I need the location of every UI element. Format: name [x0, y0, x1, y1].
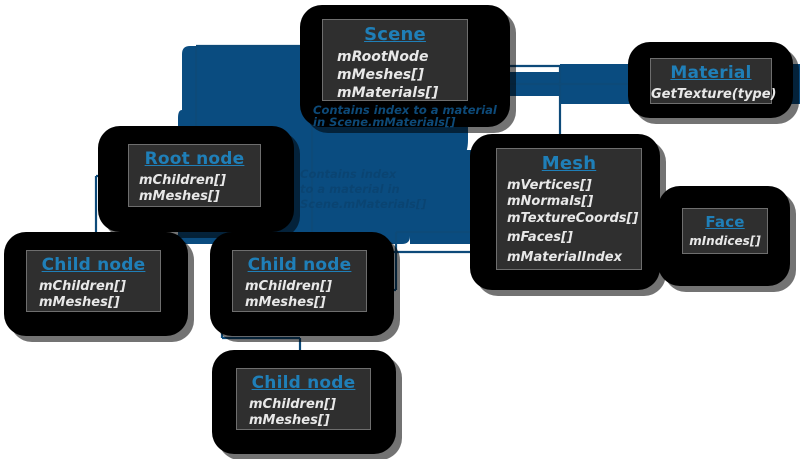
node-field: mChildren[]: [249, 396, 336, 412]
node-title-scene: Scene: [364, 24, 426, 45]
node-field: mChildren[]: [139, 172, 226, 188]
node-panel-material: Material GetTexture(type): [650, 58, 777, 104]
node-card-face[interactable]: Face mIndices[]: [658, 186, 790, 286]
node-title-child-node-bottom: Child node: [251, 373, 356, 393]
annotation-material-index-ghost: Contains index to a material in Scene.mM…: [300, 167, 427, 211]
node-field: mMaterialIndex: [507, 250, 622, 266]
node-fields-root-node: mChildren[] mMeshes[]: [129, 173, 260, 206]
node-panel-child-node-bottom: Child node mChildren[] mMeshes[]: [236, 368, 371, 430]
node-title-mesh: Mesh: [541, 153, 597, 174]
node-title-child-node-middle: Child node: [247, 255, 352, 275]
node-field: mTextureCoords[]: [507, 210, 639, 226]
node-field: mMeshes[]: [139, 189, 220, 205]
node-card-child-node-bottom[interactable]: Child node mChildren[] mMeshes[]: [212, 350, 396, 454]
node-field: mRootNode: [337, 48, 429, 65]
node-field: mFaces[]: [507, 229, 573, 245]
node-panel-child-node-middle: Child node mChildren[] mMeshes[]: [232, 250, 367, 312]
node-field: mChildren[]: [245, 278, 332, 294]
node-field: mMeshes[]: [39, 295, 120, 311]
node-card-scene[interactable]: Scene mRootNode mMeshes[] mMaterials[]: [300, 5, 510, 127]
node-field: mMeshes[]: [249, 413, 330, 429]
node-fields-child-node-left: mChildren[] mMeshes[]: [27, 279, 160, 312]
node-title-material: Material: [670, 63, 752, 83]
node-field: mVertices[]: [507, 177, 592, 193]
node-panel-root-node: Root node mChildren[] mMeshes[]: [128, 144, 261, 207]
node-card-child-node-middle[interactable]: Child node mChildren[] mMeshes[]: [210, 232, 394, 336]
node-fields-child-node-middle: mChildren[] mMeshes[]: [233, 279, 366, 312]
node-panel-mesh: Mesh mVertices[] mNormals[] mTextureCoor…: [496, 148, 642, 270]
node-title-root-node: Root node: [144, 149, 245, 169]
node-field: mMeshes[]: [337, 66, 424, 83]
node-title-face: Face: [705, 213, 745, 231]
node-fields-scene: mRootNode mMeshes[] mMaterials[]: [323, 49, 467, 103]
node-card-material[interactable]: Material GetTexture(type): [628, 42, 793, 118]
annotation-material-index: Contains index to a material in Scene.mM…: [313, 103, 497, 130]
node-field: mMeshes[]: [245, 295, 326, 311]
node-fields-face: mIndices[]: [683, 234, 767, 249]
node-title-child-node-left: Child node: [41, 255, 146, 275]
node-card-root-node[interactable]: Root node mChildren[] mMeshes[]: [98, 126, 294, 232]
node-field: GetTexture(type): [651, 86, 777, 102]
node-fields-material: GetTexture(type): [651, 86, 777, 104]
node-panel-child-node-left: Child node mChildren[] mMeshes[]: [26, 250, 161, 312]
node-card-mesh[interactable]: Mesh mVertices[] mNormals[] mTextureCoor…: [470, 134, 660, 290]
node-field: mIndices[]: [689, 234, 761, 249]
node-fields-mesh: mVertices[] mNormals[] mTextureCoords[] …: [497, 178, 641, 267]
node-field: mNormals[]: [507, 194, 594, 210]
node-panel-scene: Scene mRootNode mMeshes[] mMaterials[]: [322, 19, 468, 101]
node-panel-face: Face mIndices[]: [682, 208, 768, 254]
node-card-child-node-left[interactable]: Child node mChildren[] mMeshes[]: [4, 232, 188, 336]
node-field: mMaterials[]: [337, 84, 439, 101]
node-field: mChildren[]: [39, 278, 126, 294]
node-fields-child-node-bottom: mChildren[] mMeshes[]: [237, 397, 370, 430]
